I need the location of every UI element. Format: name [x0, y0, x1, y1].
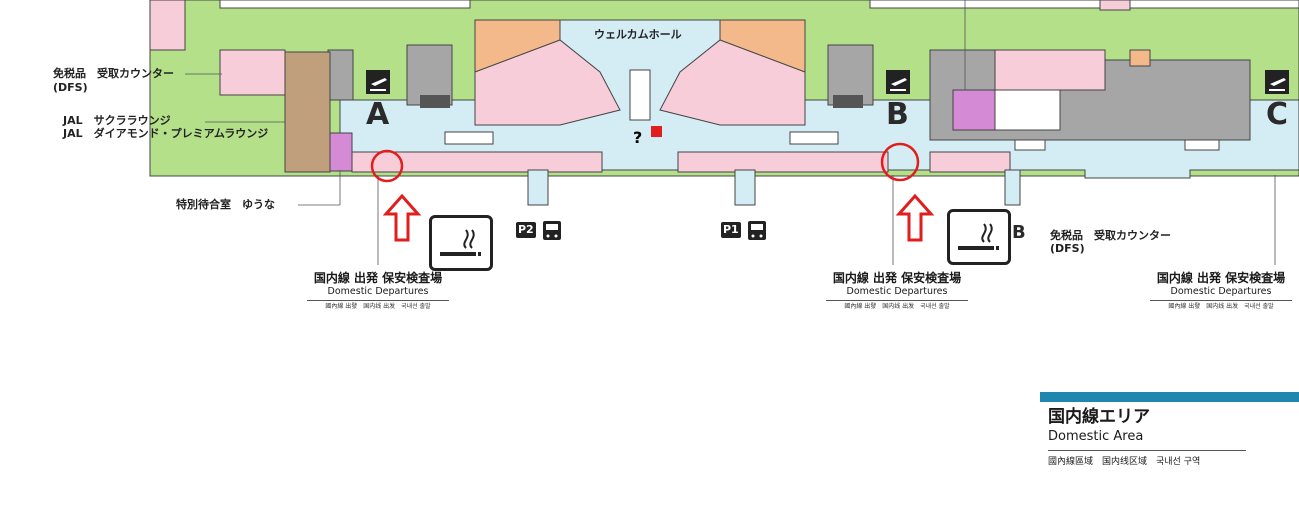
bus-icon-p1 — [748, 221, 766, 240]
area-title-en: Domestic Area — [1048, 428, 1246, 451]
shops-strip-left — [351, 151, 603, 173]
top-strip-left — [219, 0, 471, 9]
duty-free-left-en: (DFS) — [53, 81, 88, 94]
security-c-jp: 国内線 出発 保安検査場 — [1156, 271, 1286, 285]
info-red-icon — [651, 126, 662, 137]
smoking-room-icon-b — [947, 209, 1011, 265]
orange-shop-right — [1129, 49, 1151, 67]
escalator-center — [629, 69, 651, 121]
area-title-jp: 国内線エリア — [1048, 407, 1150, 427]
exit-corridor-b — [1004, 169, 1021, 206]
bus-icon-p2 — [543, 221, 561, 240]
departure-plane-icon-b — [886, 70, 910, 94]
jal-diamond-lounge-label: JAL ダイアモンド・プレミアムラウンジ — [63, 127, 269, 140]
shops-strip-right — [677, 151, 889, 173]
escalator-icon-2 — [789, 131, 839, 145]
security-checkpoint-b: 国内線 出発 保安検査場 Domestic Departures 國內線 出發 … — [826, 271, 968, 311]
gate-b-partial-label: B — [1012, 222, 1026, 243]
top-pink-right — [1099, 0, 1131, 11]
pink-dfs-left — [219, 49, 286, 96]
exit-corridor-p2 — [527, 169, 549, 206]
security-a-ml: 國內線 出發 国内线 出发 국내선 출발 — [325, 303, 431, 310]
red-circle-highlight-b — [880, 142, 920, 182]
security-a-jp: 国内線 出発 保安検査場 — [313, 271, 443, 285]
purple-lounge-right — [952, 89, 996, 131]
duty-free-right-label: 免税品 受取カウンター — [1050, 229, 1171, 242]
gate-c-label: C — [1266, 97, 1289, 132]
security-checkpoint-c: 国内線 出発 保安検査場 Domestic Departures 國內線 出發 … — [1150, 271, 1292, 311]
security-b-ml: 國內線 出發 国内线 出发 국내선 출발 — [844, 303, 950, 310]
duty-free-right-en: (DFS) — [1050, 242, 1085, 255]
red-circle-highlight-a — [370, 149, 404, 183]
parking-p1-label: P1 — [721, 222, 741, 238]
red-up-arrow-icon-b — [895, 193, 935, 242]
area-title-ml: 國內線區域 国内线区域 국내선 구역 — [1048, 457, 1201, 467]
security-a-en: Domestic Departures — [307, 286, 449, 301]
departure-plane-icon-c — [1265, 70, 1289, 94]
escalator-icon-3 — [1014, 139, 1046, 151]
security-b-en: Domestic Departures — [826, 286, 968, 301]
domestic-area-legend: 国内線エリア Domestic Area 國內線區域 国内线区域 국내선 구역 — [1048, 406, 1246, 469]
red-up-arrow-icon-a — [382, 193, 422, 242]
gate-b-label: B — [886, 97, 909, 132]
shops-strip-far — [929, 151, 1011, 173]
jal-lounge-area — [284, 51, 331, 173]
top-pink-left — [149, 0, 186, 51]
security-c-ml: 國內線 出發 国内线 出发 국내선 출발 — [1168, 303, 1274, 310]
departure-plane-icon-a — [366, 70, 390, 94]
welcome-hall-pink-left — [474, 39, 621, 126]
special-waiting-room — [329, 132, 353, 172]
security-b-jp: 国内線 出発 保安検査場 — [832, 271, 962, 285]
pink-shop-right — [994, 49, 1106, 91]
jal-sakura-lounge-label: JAL サクララウンジ — [63, 114, 171, 127]
smoking-room-icon-a — [429, 215, 493, 271]
security-checkpoint-a: 国内線 出発 保安検査場 Domestic Departures 國內線 出發 … — [307, 271, 449, 311]
duty-free-left-label: 免税品 受取カウンター — [53, 67, 174, 80]
escalator-icon-1 — [444, 131, 494, 145]
security-c-en: Domestic Departures — [1150, 286, 1292, 301]
top-strip-far — [1129, 0, 1299, 9]
top-strip-right — [869, 0, 1101, 9]
gate-a-label: A — [366, 97, 390, 132]
gray-block-left-tall — [327, 49, 354, 101]
exit-corridor-p1 — [734, 169, 756, 206]
special-waiting-room-label: 特別待合室 ゆうな — [176, 198, 275, 211]
escalator-icon-4 — [1184, 139, 1220, 151]
parking-p2-label: P2 — [516, 222, 536, 238]
restroom-icon-b — [833, 95, 863, 108]
area-band-bar — [1040, 392, 1299, 402]
restroom-icon-a — [420, 95, 450, 108]
welcome-hall-label: ウェルカムホール — [594, 28, 682, 41]
welcome-hall-pink-right — [659, 39, 806, 126]
information-icon: ? — [633, 128, 642, 147]
white-room-right — [994, 89, 1061, 131]
